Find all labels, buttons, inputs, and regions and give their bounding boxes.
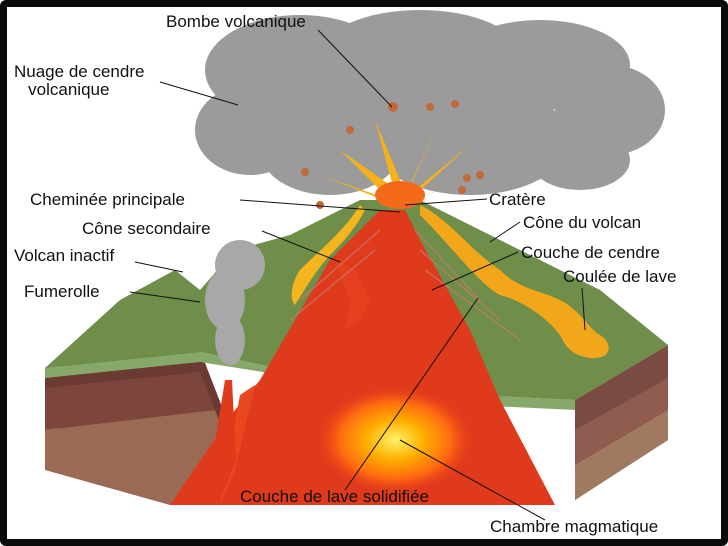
magma-chamber	[315, 385, 475, 495]
label-cratere: Cratère	[489, 190, 546, 209]
fumarole-plume	[205, 240, 265, 365]
eruption-fountain	[320, 120, 480, 209]
lava-flow	[420, 205, 609, 359]
label-nuage-de-cendre: Nuage de cendre volcanique	[14, 62, 145, 99]
label-couche-de-lave-solidifiee: Couche de lave solidifiée	[240, 487, 430, 506]
label-volcan-inactif: Volcan inactif	[14, 246, 115, 265]
label-bombe-volcanique: Bombe volcanique	[166, 12, 306, 31]
label-fumerolle: Fumerolle	[24, 282, 100, 301]
solidified-lava-layers	[289, 229, 521, 341]
volcanic-bombs	[301, 100, 484, 209]
label-cone-secondaire: Cône secondaire	[82, 219, 211, 238]
ash-cloud	[195, 10, 665, 195]
label-chambre-magmatique: Chambre magmatique	[490, 517, 659, 536]
label-couche-de-cendre: Couche de cendre	[521, 243, 660, 262]
label-leader-lines	[129, 29, 586, 521]
label-cone-du-volcan: Cône du volcan	[523, 213, 642, 232]
label-cheminee-principale: Cheminée principale	[30, 190, 185, 209]
label-coulee-de-lave: Coulée de lave	[563, 267, 677, 286]
